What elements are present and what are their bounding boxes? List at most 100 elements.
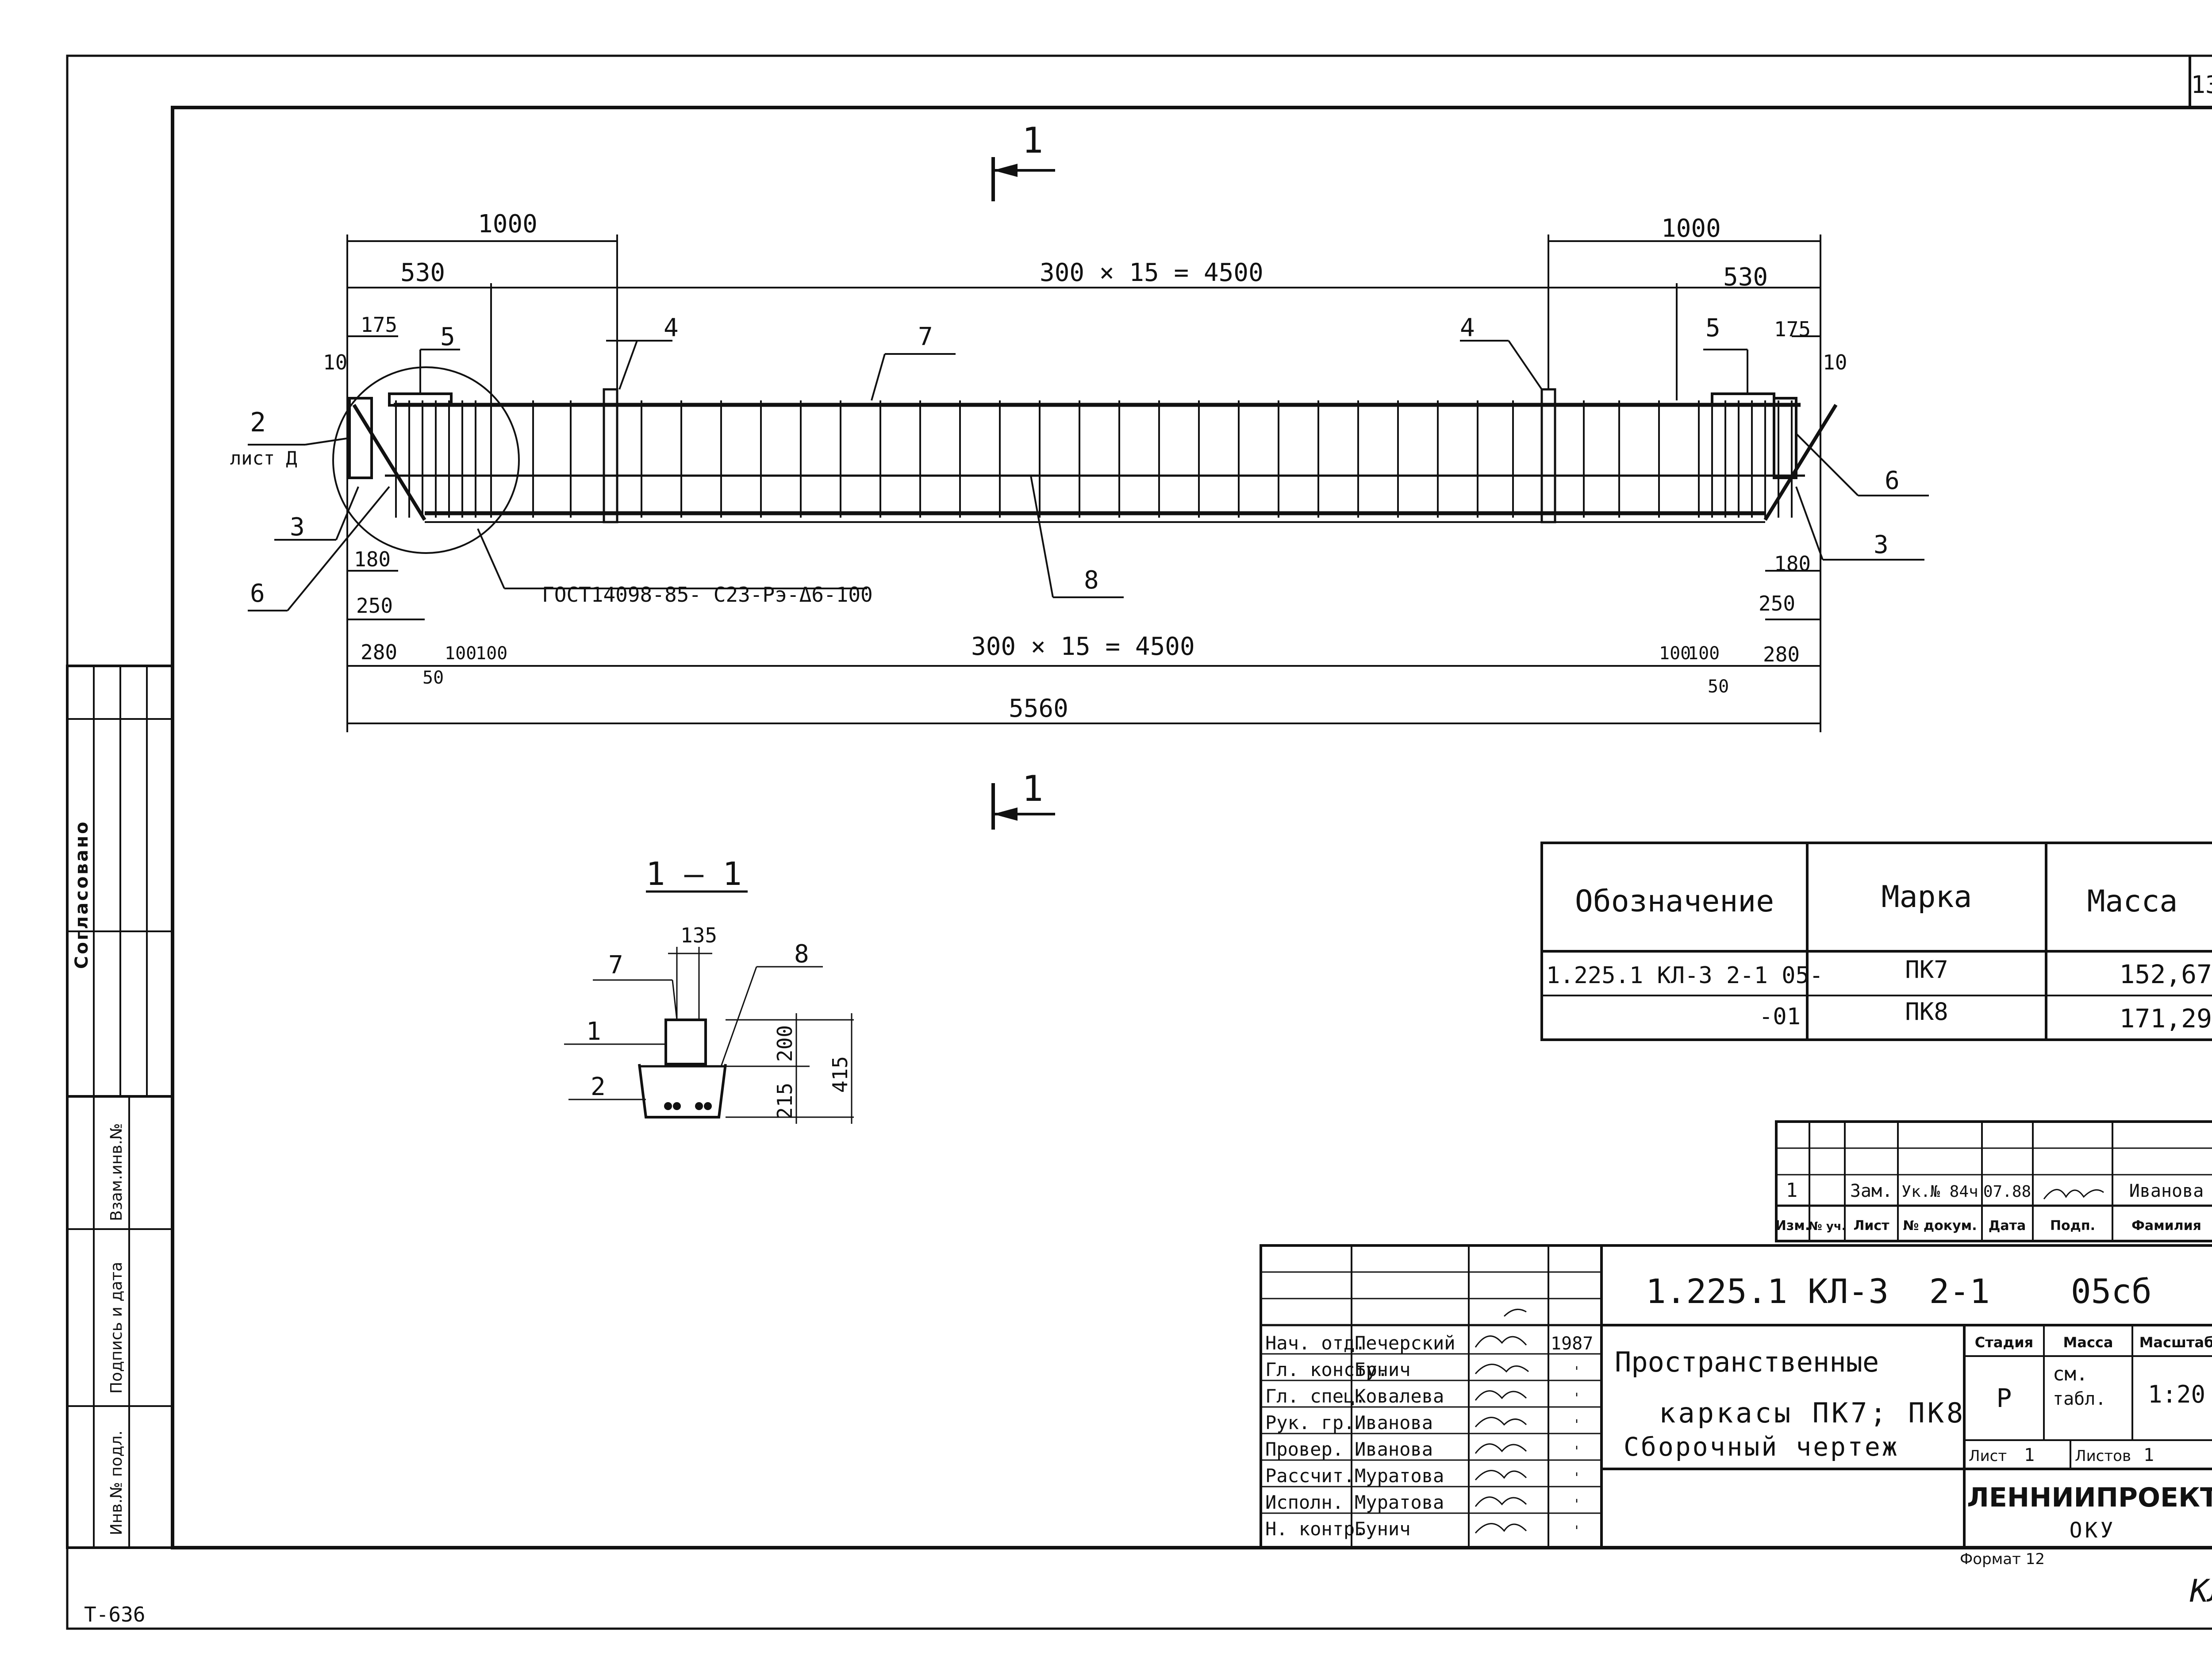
role-8: Н. контр.	[1265, 1518, 1366, 1540]
sheets-no: 1	[2143, 1445, 2154, 1465]
mass-header: Масса	[2063, 1334, 2113, 1351]
rev-name: Иванова	[2129, 1181, 2204, 1201]
mass-value-2: табл.	[2053, 1389, 2106, 1409]
name-6: Муратова	[1355, 1465, 1444, 1487]
dept-name: ОКУ	[2070, 1518, 2116, 1543]
role-3: Гл. спец.	[1265, 1385, 1366, 1407]
dimension-lines	[346, 234, 1821, 732]
gost-note: ГОСТ14098-85- С23-Рэ-Δ6-100	[542, 583, 873, 607]
callout-6-left: 6	[250, 579, 265, 608]
dim-1000-right: 1000	[1661, 214, 1721, 243]
role-4: Рук. гр.	[1265, 1412, 1355, 1434]
dim-50-left: 50	[422, 668, 444, 688]
stamp-left: Т-636	[84, 1603, 145, 1626]
dim-250-right: 250	[1759, 592, 1795, 615]
dim-175-left: 175	[361, 313, 397, 337]
sheets-label: Листов	[2075, 1447, 2131, 1465]
svg-text:Дата: Дата	[1989, 1218, 2026, 1234]
dim-50-right: 50	[1708, 676, 1729, 697]
sign-date-label: Подпись и дата	[108, 1262, 126, 1394]
svg-text:': '	[1573, 1444, 1581, 1459]
dim-530-left: 530	[400, 258, 445, 287]
sheet-no: 1	[2024, 1445, 2035, 1465]
org-name: ЛЕННИИПРОЕКТ	[1967, 1482, 2212, 1513]
sec-callout-7: 7	[608, 951, 623, 980]
mark-table-row2-designation: -01	[1759, 1003, 1801, 1030]
stage-value: Р	[1997, 1383, 2012, 1413]
callout-8: 8	[1084, 566, 1099, 595]
mark-table-row1-mass: 152,67	[2119, 959, 2212, 989]
svg-text:№ докум.: № докум.	[1903, 1218, 1977, 1234]
role-5: Провер.	[1265, 1438, 1344, 1460]
mark-table-row1-mark: ПК7	[1905, 956, 1948, 984]
mass-value-1: см.	[2053, 1363, 2088, 1385]
name-5: Иванова	[1355, 1438, 1433, 1460]
section-view-1-1: 1 — 1 135 7 8 1 2 200 215 415	[564, 855, 854, 1124]
year: 1987	[1551, 1334, 1593, 1354]
section-mark-top: 1	[991, 120, 1055, 201]
mark-table: Обозначение Марка Масса 1.225.1 КЛ-3 2-1…	[1540, 842, 2212, 1041]
sec-callout-2: 2	[591, 1072, 606, 1101]
dim-250-left: 250	[356, 594, 393, 618]
svg-text:1: 1	[1022, 120, 1043, 161]
title-line-3: Сборочный чертеж	[1624, 1432, 1899, 1462]
mark-table-header-designation: Обозначение	[1575, 884, 1774, 919]
svg-text:1 — 1: 1 — 1	[646, 855, 742, 892]
sheet-label: Лист	[1969, 1447, 2007, 1465]
role-7: Исполн.	[1265, 1491, 1344, 1513]
corner-mark: КЛ	[2189, 1573, 2212, 1609]
approved-label: Согласовано	[72, 820, 92, 969]
dim-530-right: 530	[1723, 263, 1768, 292]
callout-5-right: 5	[1705, 314, 1720, 342]
title-line-1: Пространственные	[1615, 1346, 1879, 1378]
title-block: Нач. отд. Печерский Гл. констр. Бунич Гл…	[1260, 1244, 2212, 1549]
svg-text:Изм.: Изм.	[1775, 1218, 1810, 1234]
dim-280-left: 280	[361, 640, 397, 664]
name-3: Ковалева	[1355, 1385, 1444, 1407]
svg-text:Фамилия: Фамилия	[2131, 1218, 2201, 1234]
cage-stirrups	[395, 400, 1793, 518]
mark-table-row2-mass: 171,29	[2119, 1003, 2212, 1034]
dim-180-left: 180	[354, 547, 391, 571]
svg-text:': '	[1573, 1391, 1581, 1406]
sec-dim-135: 135	[680, 923, 717, 947]
dim-100a-right: 100	[1659, 643, 1691, 664]
callout-leaders	[248, 340, 1929, 611]
callout-5-left: 5	[440, 323, 455, 351]
inv-original-label: Инв.№ подл.	[108, 1430, 126, 1535]
callout-6-right: 6	[1885, 466, 1900, 495]
format-label: Формат 12	[1960, 1550, 2045, 1568]
dim-100b-right: 100	[1688, 643, 1720, 664]
dim-175-right: 175	[1774, 317, 1811, 341]
section-mark-bottom: 1	[991, 768, 1055, 830]
signatures	[1475, 1308, 1529, 1534]
svg-text:': '	[1573, 1417, 1581, 1433]
rev-no: 1	[1786, 1179, 1798, 1202]
role-2: Гл. констр.	[1265, 1359, 1388, 1380]
callout-7: 7	[918, 323, 933, 351]
svg-text:': '	[1573, 1523, 1581, 1539]
dim-bottom-span: 300 × 15 = 4500	[971, 632, 1195, 661]
role-6: Рассчит.	[1265, 1465, 1355, 1487]
dim-1000-left: 1000	[478, 210, 538, 238]
dim-280-right: 280	[1763, 642, 1800, 666]
svg-text:Лист: Лист	[1853, 1218, 1889, 1234]
cage-elevation	[332, 366, 1838, 554]
name-4: Иванова	[1355, 1412, 1433, 1434]
mark-table-row1-designation: 1.225.1 КЛ-3 2-1 05-	[1546, 962, 1823, 989]
svg-text:№ уч.: № уч.	[1808, 1220, 1846, 1233]
callout-4-left: 4	[664, 314, 679, 342]
callout-3-right: 3	[1874, 530, 1889, 559]
sec-dim-200: 200	[773, 1025, 797, 1062]
svg-text:': '	[1573, 1470, 1581, 1486]
side-strip: Согласовано Взам.инв.№ Подпись и дата Ин…	[66, 665, 174, 1549]
dim-10-right: 10	[1823, 350, 1847, 374]
replace-inv-label: Взам.инв.№	[108, 1123, 126, 1221]
svg-text:': '	[1573, 1497, 1581, 1512]
revision-block: 1 Зам. Ук.№ 84ч 07.88 Иванова Изм. № уч.…	[1775, 1120, 2212, 1242]
callout-3-left: 3	[290, 513, 305, 542]
role-1: Нач. отд.	[1265, 1332, 1366, 1354]
dim-100a-left: 100	[445, 643, 476, 664]
inner-frame	[171, 106, 2212, 1549]
